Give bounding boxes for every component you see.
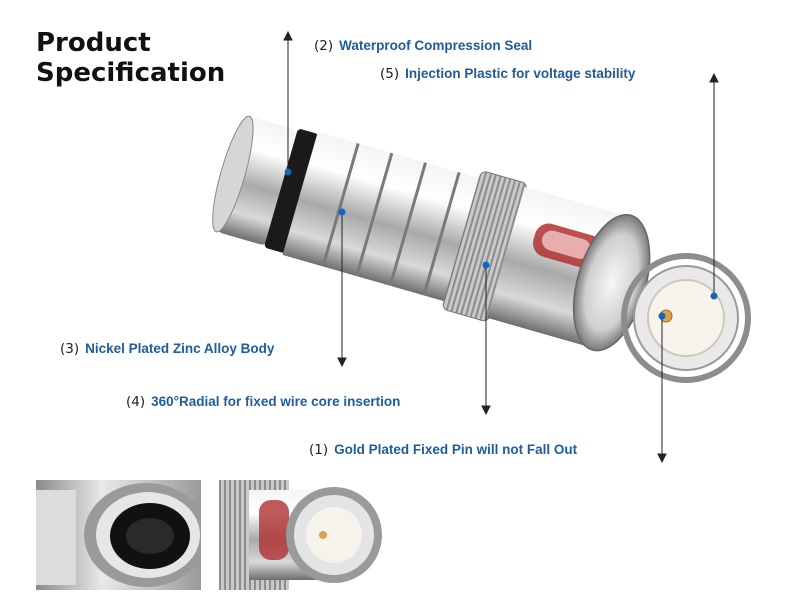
body-ribs [321,143,461,296]
callout-1: (1) Gold Plated Fixed Pin will not Fall O… [309,442,577,458]
title-line-2: Specification [36,58,226,88]
callout-number: (5) [380,66,400,82]
callout-4: (4) 360°Radial for fixed wire core insert… [126,394,400,410]
callout-text: Waterproof Compression Seal [339,38,533,53]
thumbnail-rear-view [36,480,201,590]
title-line-1: Product [36,28,151,58]
compression-seal [264,129,319,253]
callout-text: Nickel Plated Zinc Alloy Body [85,341,275,356]
callout-number: (2) [314,38,334,54]
callout-number: (1) [309,442,329,458]
callout-text: Gold Plated Fixed Pin will not Fall Out [334,442,578,457]
callout-text: Injection Plastic for voltage stability [405,66,636,81]
thumbnail-front-view [219,480,384,590]
callout-2: (2) Waterproof Compression Seal [314,38,532,54]
bnc-connector [212,115,651,352]
leader-lines [283,30,719,464]
marker-dots [284,168,718,320]
rear-cap-face [212,115,254,233]
zinc-alloy-body [282,131,482,302]
callout-number: (4) [126,394,146,410]
front-face-detail [621,253,751,383]
callout-5: (5) Injection Plastic for voltage stabili… [380,66,635,82]
page-title: Product Specification [36,28,225,88]
insulator [647,279,725,357]
callout-number: (3) [60,341,80,357]
callout-3: (3) Nickel Plated Zinc Alloy Body [60,341,274,357]
callout-text: 360°Radial for fixed wire core insertion [151,394,401,409]
